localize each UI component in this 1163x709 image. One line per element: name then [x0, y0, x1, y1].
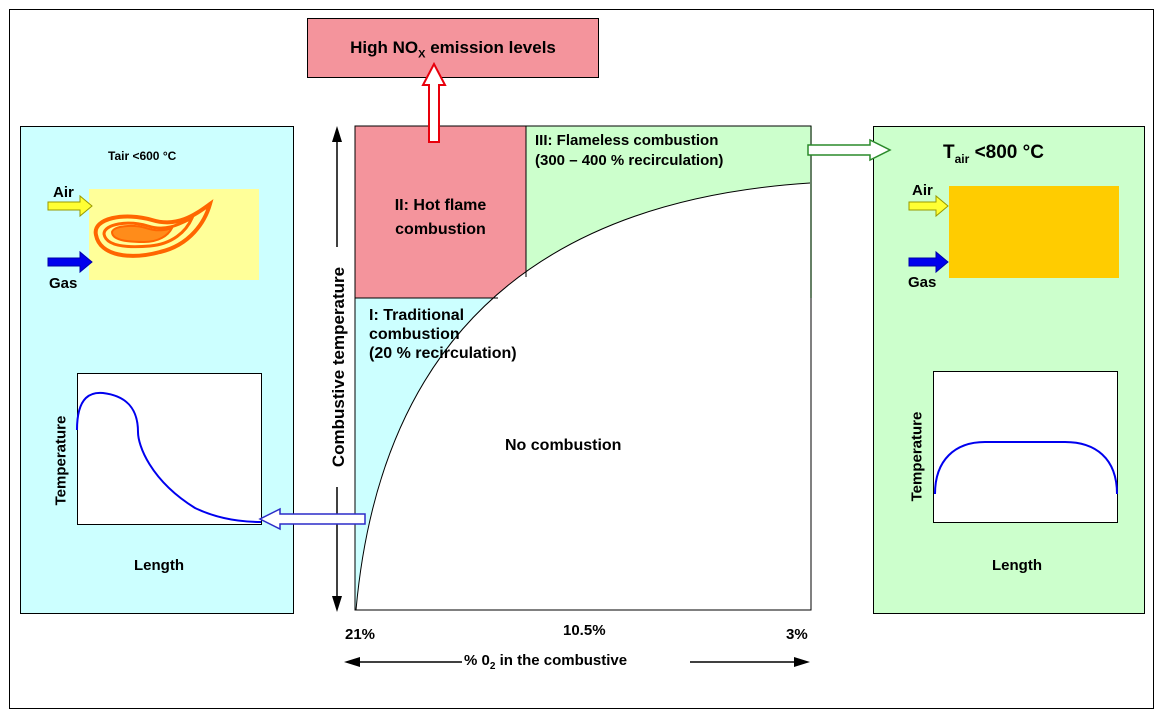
- y-axis-arrow-down: [332, 596, 342, 612]
- left-panel: Tair <600 °C Air Gas Length Temperature: [20, 126, 294, 614]
- y-axis-label: Combustive temperature: [329, 247, 349, 487]
- region-hot-flame-label: II: Hot flame combustion: [394, 197, 487, 238]
- right-panel: Tair <800 °C Air Gas Length Temperature: [873, 126, 1145, 614]
- high-nox-box: High NOX emission levels: [307, 18, 599, 78]
- right-temperature-plot: [933, 371, 1118, 523]
- diagram-graphics: [47, 61, 1118, 667]
- left-temperature-plot: [77, 373, 262, 525]
- flame-outer: [93, 199, 214, 258]
- x-axis-label: % 02 in the combustive: [464, 652, 628, 672]
- left-gas-label: Gas: [49, 275, 78, 292]
- left-air-label: Air: [53, 184, 74, 201]
- right-panel-title: Tair <800 °C: [943, 142, 1044, 166]
- right-air-label: Air: [912, 182, 933, 199]
- flame-middle: [102, 214, 195, 249]
- region-traditional-label: I: Traditional combustion (20 % recircul…: [369, 307, 517, 362]
- left-temperature-curve: [76, 391, 262, 523]
- right-gas-label: Gas: [908, 274, 937, 291]
- blue-left-arrow: [258, 507, 366, 531]
- right-air-arrow: [908, 194, 949, 218]
- left-plot-xlabel: Length: [134, 557, 184, 574]
- green-right-arrow: [807, 138, 892, 162]
- right-plot-xlabel: Length: [992, 557, 1042, 574]
- no-combustion-area: [356, 183, 810, 610]
- right-temperature-curve: [934, 441, 1118, 495]
- zone-hot-flame: [355, 126, 526, 298]
- x-tick-3: 3%: [786, 626, 808, 643]
- high-nox-label: High NOX emission levels: [350, 38, 556, 61]
- red-up-arrow: [421, 61, 447, 143]
- x-axis-arrow-left: [344, 657, 360, 667]
- x-tick-21: 21%: [345, 626, 376, 643]
- right-gas-arrow: [908, 250, 949, 274]
- combustion-boundary-curve: [355, 182, 811, 611]
- right-orange-zone: [949, 186, 1119, 278]
- region-no-combustion-label: No combustion: [505, 437, 622, 454]
- region-flameless-label: III: Flameless combustion (300 – 400 % r…: [535, 132, 724, 169]
- y-axis-arrow-up: [332, 126, 342, 142]
- center-box-outline: [354, 125, 812, 611]
- left-air-arrow: [47, 194, 93, 218]
- x-axis-arrow-right: [794, 657, 810, 667]
- left-gas-arrow: [47, 250, 93, 274]
- flame-inner: [110, 224, 174, 244]
- left-panel-title: Tair <600 °C: [108, 149, 177, 163]
- x-tick-10-5: 10.5%: [563, 622, 606, 639]
